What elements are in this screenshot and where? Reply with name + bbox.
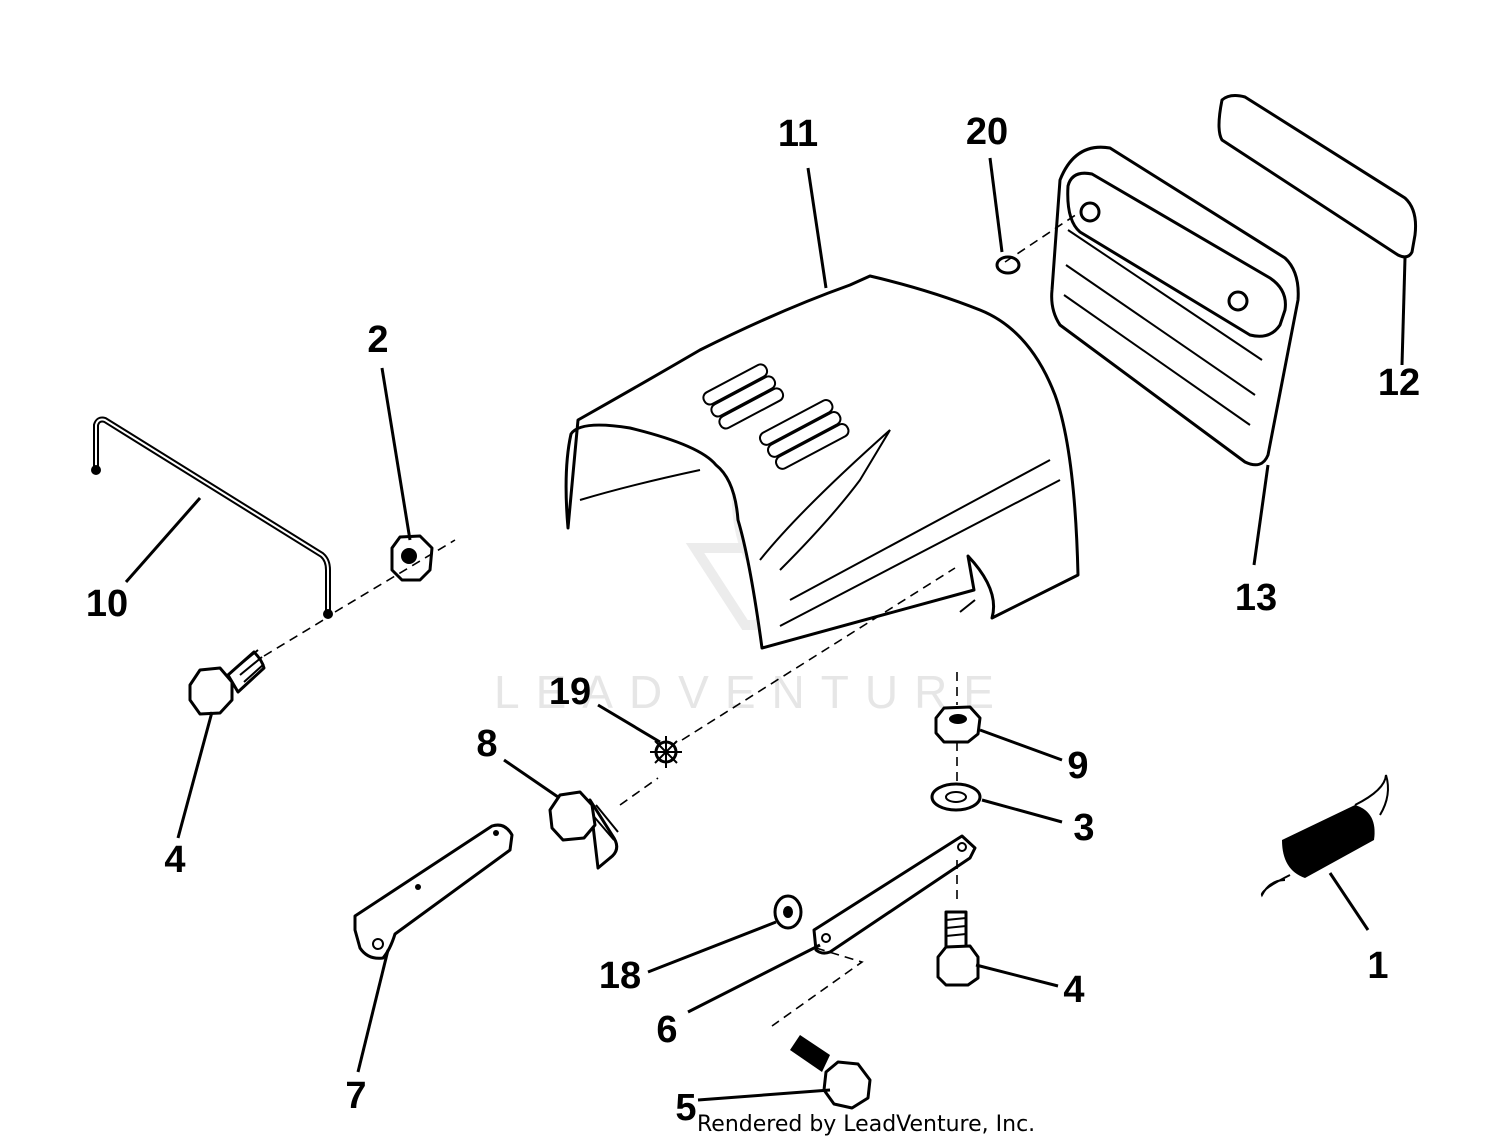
callout-18: 18	[599, 955, 641, 997]
callout-10: 10	[86, 583, 128, 625]
bar-part-6	[812, 834, 977, 955]
callout-4-bottom: 4	[1063, 969, 1084, 1011]
washer-part-3	[930, 782, 982, 812]
bolt-part-4-left	[188, 649, 266, 716]
hood-shroud-part	[564, 274, 1080, 650]
spring-part	[1260, 774, 1389, 898]
assembly-lines	[263, 211, 1081, 1027]
callout-5: 5	[675, 1087, 696, 1129]
bolt-part-8	[548, 790, 619, 870]
callout-1: 1	[1367, 945, 1388, 987]
callout-13: 13	[1235, 577, 1277, 619]
hood-vent-slots	[702, 363, 850, 470]
callout-12: 12	[1378, 362, 1420, 404]
callout-3: 3	[1073, 807, 1094, 849]
star-washer-part	[650, 736, 682, 768]
grille-part	[1050, 145, 1300, 467]
callout-7: 7	[345, 1075, 366, 1117]
nut-part-2	[390, 534, 434, 582]
callout-20: 20	[966, 111, 1008, 153]
decal-panel-part	[1217, 94, 1417, 259]
callout-numbers: 11 20 2 12 10 13 19 8 9 3 4 1 18 4 6 7 5	[86, 111, 1420, 1129]
washer-part-18	[773, 894, 803, 930]
watermark-text: LEADVENTURE	[494, 666, 1010, 718]
nut-part-9	[934, 705, 982, 744]
bracket-part-7	[353, 823, 514, 960]
rod-part	[91, 416, 333, 619]
callout-8: 8	[476, 723, 497, 765]
callout-6: 6	[656, 1009, 677, 1051]
callout-2: 2	[367, 319, 388, 361]
bolt-part-4-right	[936, 910, 980, 987]
callout-9: 9	[1067, 745, 1088, 787]
leader-lines	[124, 157, 1407, 1102]
plug-part	[995, 255, 1021, 275]
callout-19: 19	[549, 671, 591, 713]
render-credit: Rendered by LeadVenture, Inc.	[697, 1112, 1036, 1137]
bolt-part-5	[790, 1035, 872, 1110]
callout-11: 11	[778, 113, 818, 155]
callout-4-left: 4	[164, 839, 185, 881]
